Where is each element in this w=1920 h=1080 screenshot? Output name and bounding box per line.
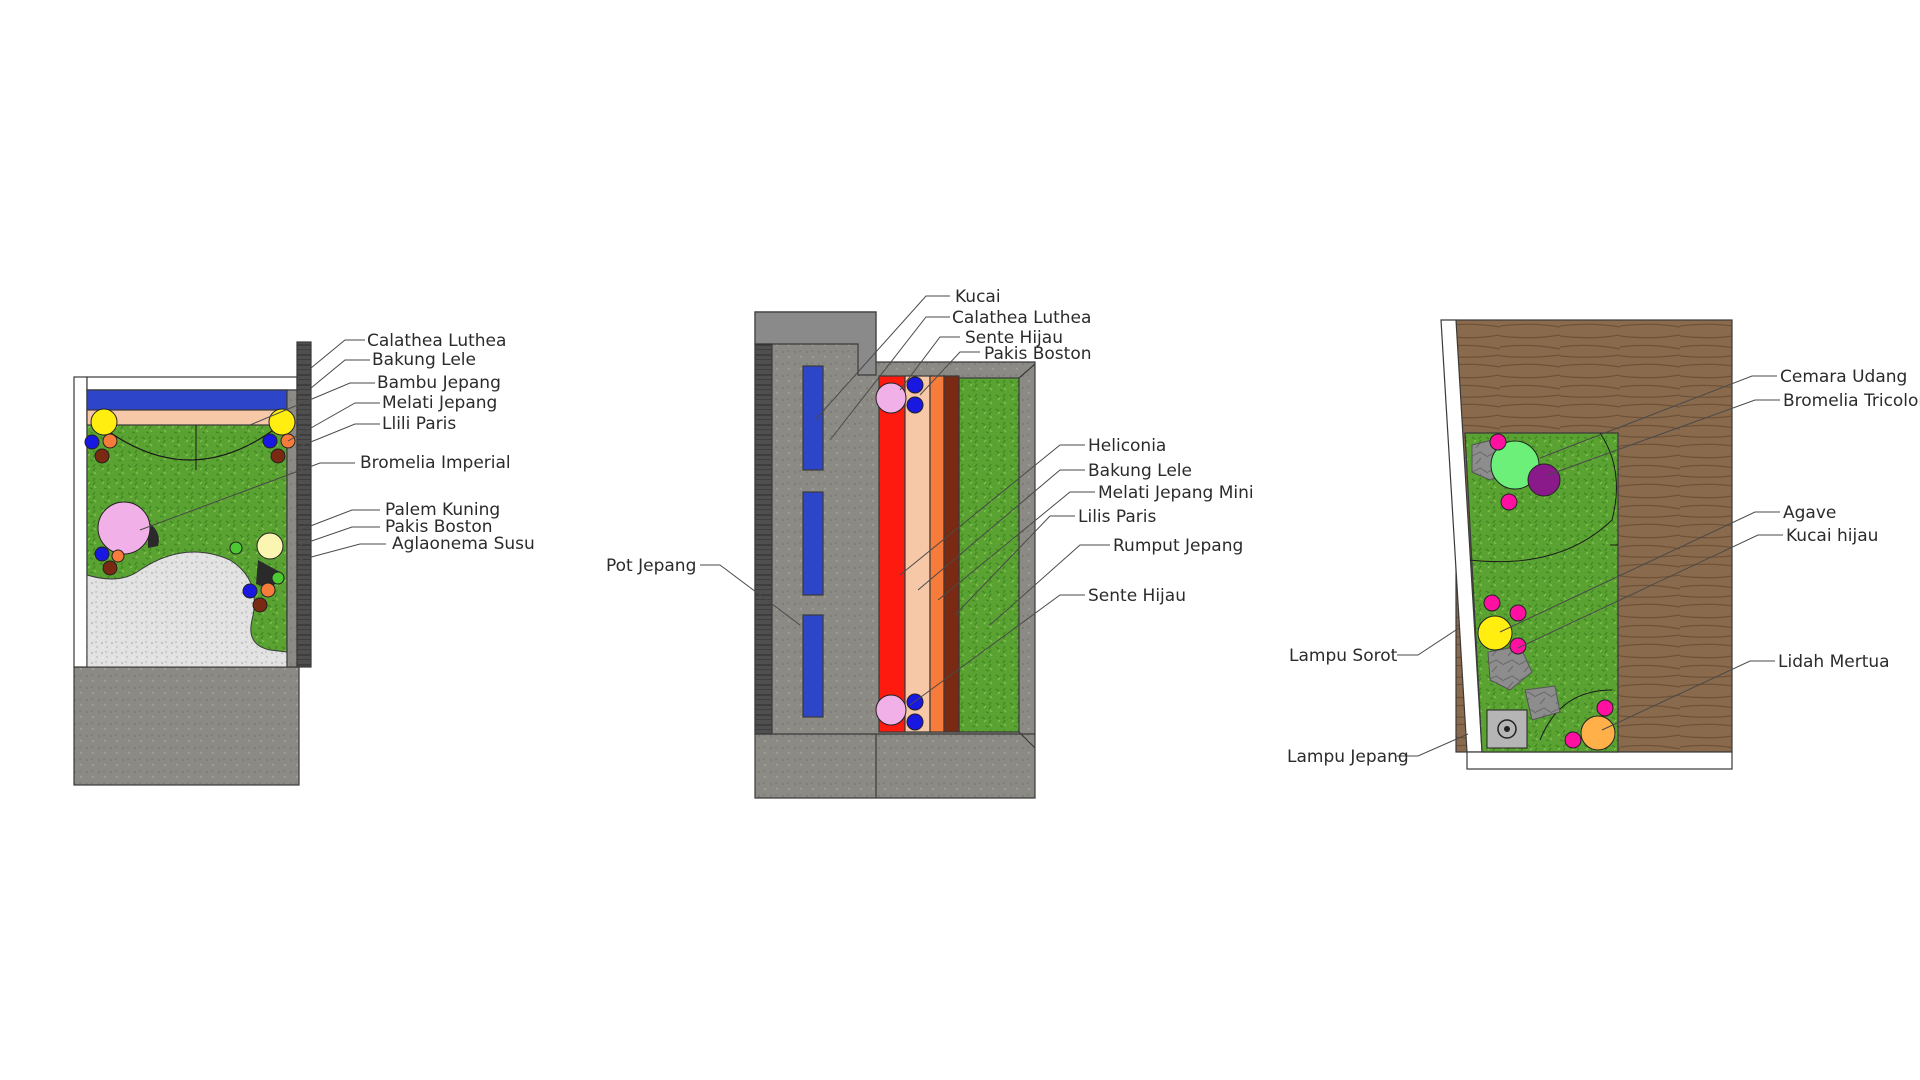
plan2-label-calathea: Calathea Luthea xyxy=(952,308,1091,328)
plan2-plant-pink xyxy=(875,382,907,414)
plan2-label-bakung: Bakung Lele xyxy=(1088,461,1192,481)
plan-1: Calathea Luthea Bakung Lele Bambu Jepang… xyxy=(73,331,535,786)
plan2-brick-wall xyxy=(754,343,773,735)
plan3-label-lidah: Lidah Mertua xyxy=(1778,652,1890,672)
plan3-label-kucai-hijau: Kucai hijau xyxy=(1786,526,1878,546)
plan2-label-sente-bottom: Sente Hijau xyxy=(1088,586,1186,606)
plan2-pool-2 xyxy=(802,491,824,596)
plan1-brick-wall xyxy=(296,341,312,668)
plan1-label-2: Bambu Jepang xyxy=(377,373,501,393)
plan3-label-lampu-jepang: Lampu Jepang xyxy=(1287,747,1409,767)
plan-3: Cemara Udang Bromelia Tricolor Agave Kuc… xyxy=(1287,319,1920,770)
plan3-label-lampu-sorot: Lampu Sorot xyxy=(1289,646,1398,666)
plant-yellow xyxy=(90,408,118,436)
plan2-label-sente-top: Sente Hijau xyxy=(965,328,1063,348)
plan1-callouts: Calathea Luthea Bakung Lele Bambu Jepang… xyxy=(139,331,535,561)
plan1-label-1: Bakung Lele xyxy=(372,350,476,370)
plan2-label-lilis: Lilis Paris xyxy=(1078,507,1157,527)
plant-bromelia-tricolor xyxy=(1527,463,1561,497)
plan2-label-heliconia: Heliconia xyxy=(1088,436,1166,456)
plant-pink-large xyxy=(97,501,151,555)
plan1-gravel-path xyxy=(86,551,288,668)
plan1-plants xyxy=(84,408,296,613)
plan2-label-pot: Pot Jepang xyxy=(606,556,696,576)
plan1-bottom-pavement xyxy=(73,666,300,786)
plan3-label-agave: Agave xyxy=(1783,503,1836,523)
plan1-label-5: Bromelia Imperial xyxy=(360,453,511,473)
plan3-bottom-wall xyxy=(1466,751,1733,770)
plan2-callouts: Kucai Calathea Luthea Sente Hijau Pakis … xyxy=(606,287,1254,706)
plan2-pool-3 xyxy=(802,614,824,718)
plan1-label-0: Calathea Luthea xyxy=(367,331,506,351)
plan2-label-kucai: Kucai xyxy=(955,287,1001,307)
plan2-label-pakis: Pakis Boston xyxy=(984,344,1092,364)
plan2-label-rumput: Rumput Jepang xyxy=(1113,536,1243,556)
plan1-label-7: Pakis Boston xyxy=(385,517,493,537)
plan3-callouts: Cemara Udang Bromelia Tricolor Agave Kuc… xyxy=(1287,367,1920,767)
plan1-label-6: Palem Kuning xyxy=(385,500,500,520)
plan-2: Kucai Calathea Luthea Sente Hijau Pakis … xyxy=(606,287,1254,799)
plan2-pool-1 xyxy=(802,365,824,471)
plan1-label-3: Melati Jepang xyxy=(382,393,497,413)
plant-yellow xyxy=(268,408,296,436)
plan3-plants xyxy=(1477,433,1616,751)
plan2-plant-pink xyxy=(875,694,907,726)
plan2-grass-bed xyxy=(958,377,1020,733)
plan3-label-cemara: Cemara Udang xyxy=(1780,367,1907,387)
plan1-label-8: Aglaonema Susu xyxy=(392,534,535,554)
plant-lidah-mertua xyxy=(1580,715,1616,751)
plan1-label-4: Llili Paris xyxy=(382,414,456,434)
plan1-lawn-arc xyxy=(99,424,281,461)
plan3-label-bromelia: Bromelia Tricolor xyxy=(1783,391,1920,411)
plant-light-yellow xyxy=(256,532,284,560)
plan1-water-strip xyxy=(86,389,288,411)
plan1-left-wall xyxy=(73,376,88,668)
plant-agave xyxy=(1477,615,1513,651)
plan1-top-wall xyxy=(86,376,298,391)
plan2-label-melati-mini: Melati Jepang Mini xyxy=(1098,483,1254,503)
